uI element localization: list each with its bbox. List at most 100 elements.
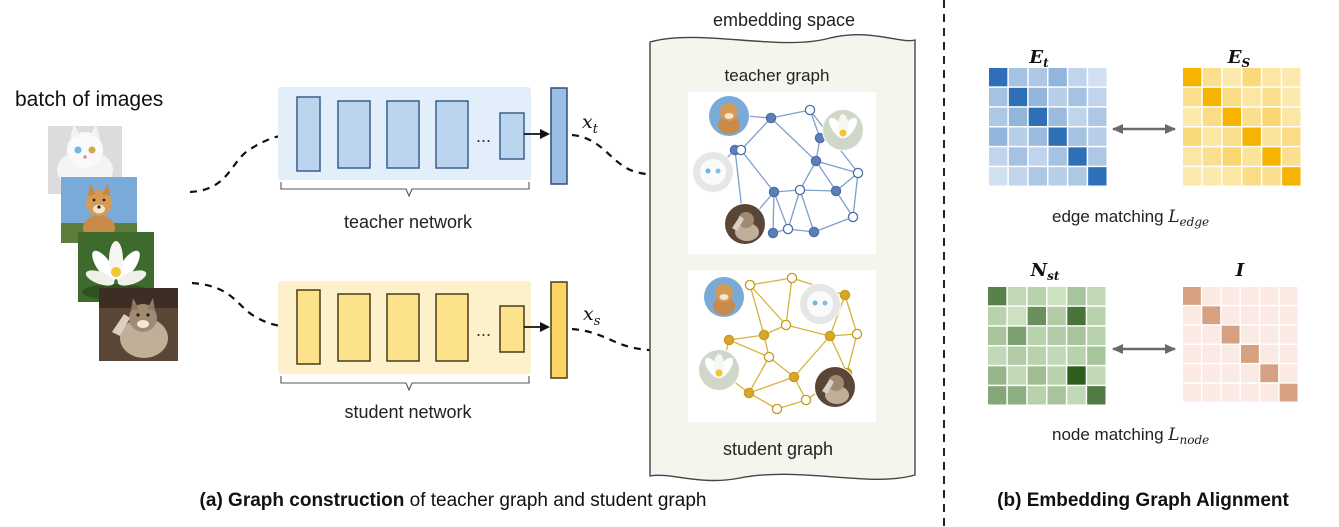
- matrix-cell: [1027, 326, 1046, 345]
- matrix-cell: [1088, 87, 1107, 107]
- graph-edge: [785, 324, 831, 337]
- cat-white-icon: [799, 283, 841, 325]
- teacher-layer-5: [499, 112, 525, 160]
- matrix-cell: [1047, 306, 1066, 326]
- matrix-cell: [1183, 127, 1202, 146]
- matrix-cell: [1048, 107, 1067, 126]
- matrix-cell: [1241, 306, 1259, 325]
- graph-node: [768, 186, 780, 198]
- matrix-cell: [1087, 366, 1106, 385]
- matrix-cell: [1183, 364, 1201, 383]
- matrix-cell: [1202, 306, 1221, 325]
- matrix-cell: [1028, 87, 1047, 107]
- matrix-cell: [1221, 383, 1240, 402]
- matrix-cell: [1282, 147, 1301, 166]
- matrix-cell: [1028, 167, 1047, 186]
- matrix-cell: [1222, 127, 1241, 146]
- matrix-cell: [1282, 107, 1301, 126]
- graph-edge: [787, 189, 801, 230]
- matrix-cell: [1282, 87, 1301, 107]
- matrix-cell: [1260, 345, 1279, 363]
- matrix-cell: [1221, 325, 1240, 344]
- matrix-cell: [1008, 107, 1028, 126]
- matrix-cell: [1048, 147, 1067, 166]
- graph-node: [804, 104, 816, 116]
- matrix-cell: [1008, 68, 1028, 87]
- matrix-cell: [1047, 287, 1066, 306]
- matrix-cell: [1027, 306, 1046, 326]
- edge-teacher-matrix: [989, 68, 1107, 186]
- matrix-cell: [1282, 127, 1301, 146]
- matrix-cell: [1068, 127, 1087, 146]
- matrix-cell: [1067, 287, 1086, 306]
- embedding-space-label: embedding space: [713, 10, 855, 30]
- matrix-cell: [1048, 68, 1067, 87]
- matrix-cell: [1183, 383, 1201, 402]
- graph-edge: [770, 109, 811, 119]
- matrix-cell: [1221, 345, 1240, 363]
- matrix-cell: [1242, 147, 1261, 166]
- matrix-cell: [1087, 386, 1106, 405]
- graph-node: [851, 328, 863, 340]
- matrix-cell: [1067, 386, 1086, 405]
- matrix-cell: [1260, 364, 1279, 383]
- matrix-cell: [989, 107, 1008, 126]
- graph-edge: [748, 376, 795, 394]
- cat-tabby-icon: [814, 366, 856, 408]
- matrix-cell: [1242, 127, 1261, 146]
- matrix-cell: [1008, 147, 1028, 166]
- identity-matrix-label: I: [1235, 260, 1245, 281]
- graph-node: [830, 185, 842, 197]
- matrix-cell: [1202, 383, 1221, 402]
- matrix-cell: [1242, 107, 1261, 126]
- matrix-cell: [1068, 147, 1087, 166]
- lotus-flower-icon: [822, 109, 864, 151]
- edge-teacher-matrix-label: Et: [1028, 47, 1049, 70]
- teacher-layer-4: [435, 100, 469, 169]
- batch-of-images-label: batch of images: [15, 88, 163, 111]
- student-layer-4: [435, 293, 469, 362]
- matrix-cell: [1007, 326, 1027, 345]
- matrix-cell: [1202, 364, 1221, 383]
- student-layer-1: [296, 289, 321, 365]
- graph-edge: [799, 189, 815, 233]
- student-network: ...: [278, 281, 568, 379]
- edge-matching-label: edge matching Ledge: [1052, 207, 1209, 229]
- graph-edge: [770, 117, 817, 162]
- matrix-cell: [989, 68, 1008, 87]
- node-st-matrix: [988, 287, 1106, 405]
- graph-edge: [829, 335, 848, 374]
- matrix-cell: [989, 127, 1008, 146]
- matrix-cell: [1262, 87, 1281, 107]
- matrix-cell: [989, 87, 1008, 107]
- graph-node: [788, 371, 800, 383]
- matrix-cell: [1262, 107, 1281, 126]
- matrix-cell: [1088, 147, 1107, 166]
- student-layer-3: [386, 293, 420, 362]
- matrix-cell: [1048, 167, 1067, 186]
- student-network-label: student network: [344, 402, 472, 422]
- matrix-cell: [1183, 325, 1201, 344]
- matrix-cell: [1027, 346, 1046, 365]
- matrix-cell: [1007, 386, 1027, 405]
- graph-node: [800, 394, 812, 406]
- matrix-cell: [1068, 68, 1087, 87]
- student-feature-label: xs: [583, 303, 601, 329]
- graph-node: [794, 184, 806, 196]
- matrix-cell: [988, 366, 1007, 385]
- matrix-cell: [1008, 87, 1028, 107]
- graph-edge: [844, 294, 858, 335]
- matrix-cell: [1260, 383, 1279, 402]
- graph-node: [780, 319, 792, 331]
- matrix-cell: [1183, 287, 1201, 305]
- matrix-cell: [1007, 287, 1027, 306]
- teacher-network: ...: [278, 87, 568, 185]
- matrix-cell: [1183, 167, 1202, 186]
- matrix-cell: [1067, 306, 1086, 326]
- graph-node: [723, 334, 735, 346]
- graph-edge: [728, 339, 770, 358]
- graph-node: [767, 227, 779, 239]
- matrix-cell: [1027, 366, 1046, 385]
- teacher-ellipsis: ...: [476, 126, 491, 146]
